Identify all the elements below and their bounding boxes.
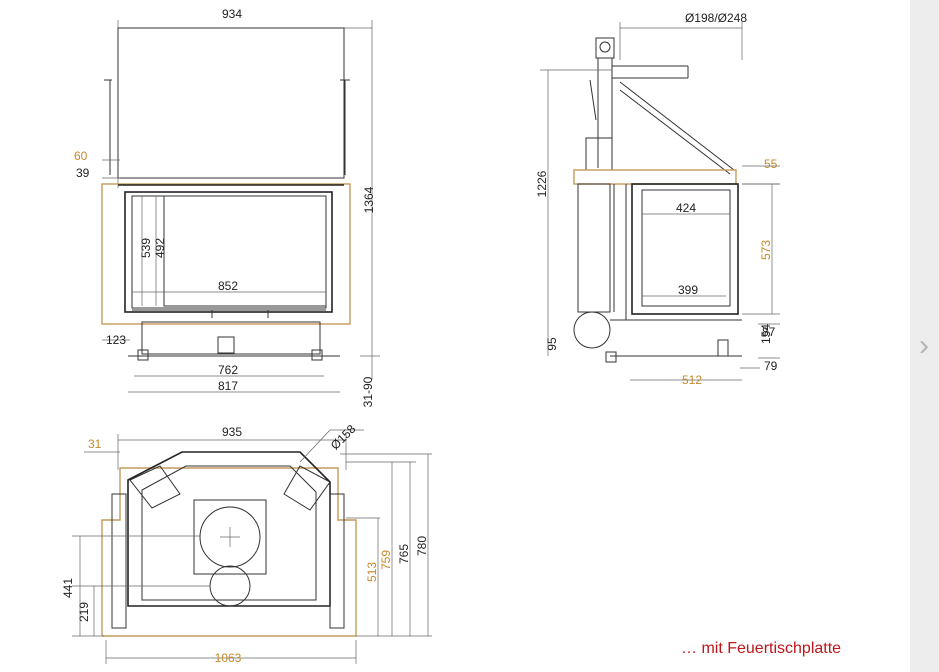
side-dim-95: 95 <box>545 337 559 351</box>
front-dim-123: 123 <box>106 333 126 347</box>
top-dim-513: 513 <box>365 562 379 582</box>
side-view: Ø198/Ø248 1226 55 424 573 399 95 87 154 … <box>535 11 780 387</box>
top-dim-759: 759 <box>379 550 393 570</box>
top-dim-935: 935 <box>222 425 242 439</box>
side-dim-154: 154 <box>759 324 773 344</box>
gallery-side-panel <box>910 0 939 672</box>
front-dim-39: 39 <box>76 166 90 180</box>
side-dim-424: 424 <box>676 201 696 215</box>
side-dim-79: 79 <box>764 359 778 373</box>
top-dim-780: 780 <box>415 536 429 556</box>
front-width-934: 934 <box>222 7 242 21</box>
top-dim-31: 31 <box>88 437 102 451</box>
caption-text: … mit Feuertischplatte <box>681 640 842 657</box>
front-height-1364: 1364 <box>362 186 376 213</box>
top-dim-1063: 1063 <box>215 651 242 665</box>
side-dim-1226: 1226 <box>535 170 549 197</box>
side-dim-399: 399 <box>678 283 698 297</box>
side-dim-573: 573 <box>759 240 773 260</box>
top-dim-765: 765 <box>397 544 411 564</box>
front-dim-31-90: 31-90 <box>361 376 375 407</box>
top-dim-219: 219 <box>77 602 91 622</box>
front-dim-539: 539 <box>139 238 153 258</box>
top-view: 935 31 Ø158 441 219 513 759 765 780 1063 <box>61 422 432 665</box>
next-image-chevron-icon[interactable]: › <box>919 329 929 362</box>
side-dim-diameter: Ø198/Ø248 <box>685 11 747 25</box>
front-dim-817: 817 <box>218 379 238 393</box>
front-dim-762: 762 <box>218 363 238 377</box>
technical-drawing: 934 1364 60 39 539 492 852 123 762 817 3… <box>61 7 780 665</box>
front-view: 934 1364 60 39 539 492 852 123 762 817 3… <box>74 7 380 407</box>
side-dim-87: 87 <box>762 325 776 339</box>
front-dim-60: 60 <box>74 149 88 163</box>
front-dim-492: 492 <box>153 238 167 258</box>
side-dim-512: 512 <box>682 373 702 387</box>
front-dim-852: 852 <box>218 279 238 293</box>
top-dim-158: Ø158 <box>328 422 359 453</box>
side-dim-55: 55 <box>764 157 778 171</box>
top-dim-441: 441 <box>61 578 75 598</box>
